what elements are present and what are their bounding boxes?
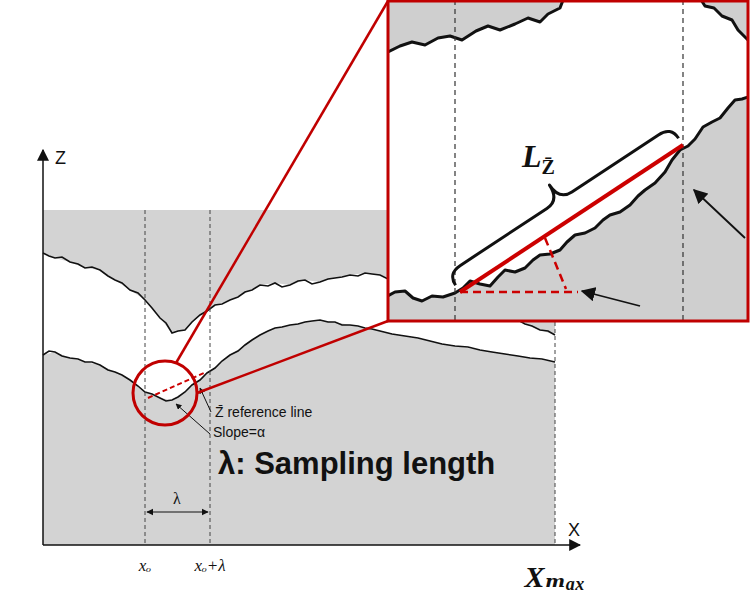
zoom-box-border: [388, 1, 748, 321]
reference-line: [460, 145, 683, 292]
pointer-arrow: [582, 291, 640, 306]
rock-mass: [388, 93, 748, 321]
sampling-length-dimension: [147, 511, 208, 512]
tick-label: xₒ+λ: [194, 556, 225, 576]
horizontal-reference: [460, 291, 578, 294]
zoom-connector: [197, 321, 388, 393]
sample-boundary: [145, 210, 146, 545]
rock-mass: [698, 1, 748, 42]
x-axis: [43, 544, 580, 546]
sample-boundary: [682, 1, 683, 321]
slope-label: Slope=α: [213, 424, 265, 440]
lower-joint-surface: [43, 320, 555, 401]
zoom-connector: [176, 1, 388, 363]
axis-label: X: [568, 520, 580, 541]
tick-label: xₒ: [139, 556, 151, 576]
pointer-arrow: [694, 190, 745, 238]
slope-construction: [545, 238, 566, 289]
sampling-length-note: λ: Sampling length: [218, 446, 495, 482]
rock-mass: [388, 1, 565, 52]
axis-label: Z: [55, 148, 66, 169]
z-axis: [42, 150, 44, 545]
length-brace: [453, 131, 679, 285]
length-label: LZ̄: [522, 138, 555, 179]
reference-line-label: Z̄ reference line: [215, 404, 312, 420]
dimension-label: λ: [173, 490, 181, 508]
zoom-circle: [133, 361, 197, 425]
sample-boundary: [210, 210, 211, 545]
axis-end-label: Xₘₐₓ: [524, 560, 585, 595]
